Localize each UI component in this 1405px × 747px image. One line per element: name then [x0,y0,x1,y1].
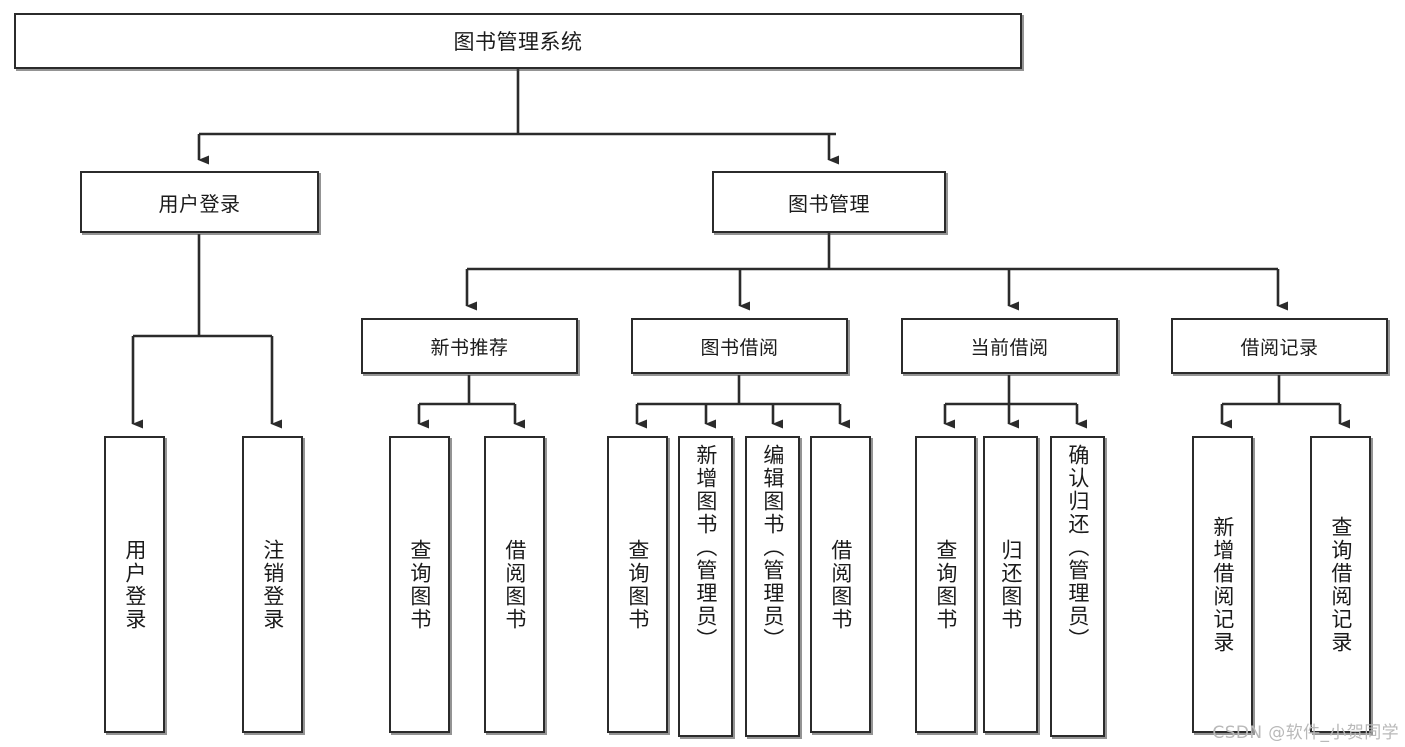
leaf-borrow-book-recommend[interactable]: 借阅图书 [484,436,545,733]
node-book-management[interactable]: 图书管理 [712,171,946,233]
node-label: 当前借阅 [970,336,1049,359]
leaf-query-borrow-record[interactable]: 查询借阅记录 [1310,436,1371,733]
node-book-borrow[interactable]: 图书借阅 [631,318,848,374]
node-label: 归还图书 [998,538,1023,631]
node-label: 图书管理 [788,191,870,216]
node-label: 用户登录 [122,538,147,631]
leaf-confirm-return-admin[interactable]: 确认归还（管理员） [1050,436,1105,737]
node-label: 查询图书 [933,538,958,631]
leaf-add-book-admin[interactable]: 新增图书（管理员） [678,436,733,737]
node-label: 查询图书 [625,538,650,631]
leaf-return-book[interactable]: 归还图书 [983,436,1038,733]
node-label: 图书借阅 [700,336,779,359]
node-new-book-recommend[interactable]: 新书推荐 [361,318,578,374]
node-label: 借阅记录 [1240,336,1319,359]
node-label: 编辑图书（管理员） [760,444,785,651]
node-label: 新增图书（管理员） [693,444,718,651]
node-borrow-record[interactable]: 借阅记录 [1171,318,1388,374]
leaf-query-book-recommend[interactable]: 查询图书 [389,436,450,733]
node-label: 确认归还（管理员） [1065,444,1090,651]
node-label: 用户登录 [158,191,241,216]
node-label: 借阅图书 [828,538,853,631]
leaf-borrow-book[interactable]: 借阅图书 [810,436,871,733]
leaf-query-book-current[interactable]: 查询图书 [915,436,976,733]
node-label: 注销登录 [260,538,285,631]
node-root-system[interactable]: 图书管理系统 [14,13,1022,69]
node-label: 图书管理系统 [453,30,583,54]
node-label: 查询借阅记录 [1328,515,1353,654]
node-user-login[interactable]: 用户登录 [80,171,319,233]
leaf-edit-book-admin[interactable]: 编辑图书（管理员） [745,436,800,737]
node-label: 借阅图书 [502,538,527,631]
node-label: 新书推荐 [430,336,509,359]
leaf-query-book-borrow[interactable]: 查询图书 [607,436,668,733]
leaf-user-login[interactable]: 用户登录 [104,436,165,733]
node-current-borrow[interactable]: 当前借阅 [901,318,1118,374]
node-label: 新增借阅记录 [1210,515,1235,654]
leaf-logout[interactable]: 注销登录 [242,436,303,733]
leaf-add-borrow-record[interactable]: 新增借阅记录 [1192,436,1253,733]
node-label: 查询图书 [407,538,432,631]
